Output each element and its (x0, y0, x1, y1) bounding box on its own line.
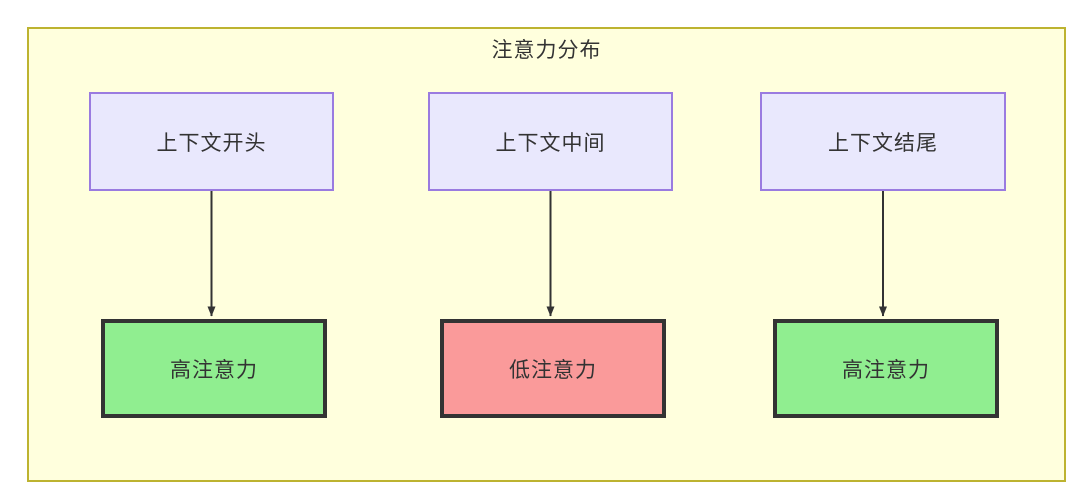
node-context-middle[interactable]: 上下文中间 (428, 92, 673, 191)
node-attention-low-middle[interactable]: 低注意力 (440, 319, 666, 418)
node-attention-low-middle-label: 低注意力 (509, 358, 597, 382)
node-attention-high-end-label: 高注意力 (842, 358, 930, 382)
diagram-title: 注意力分布 (491, 39, 602, 62)
node-context-start-label: 上下文开头 (156, 131, 267, 155)
node-context-end-label: 上下文结尾 (828, 131, 938, 155)
node-attention-high-end[interactable]: 高注意力 (773, 319, 999, 418)
node-context-middle-label: 上下文中间 (495, 131, 606, 155)
node-context-end[interactable]: 上下文结尾 (760, 92, 1006, 191)
node-context-start[interactable]: 上下文开头 (89, 92, 334, 191)
node-attention-high-start-label: 高注意力 (170, 358, 258, 382)
node-attention-high-start[interactable]: 高注意力 (101, 319, 327, 418)
